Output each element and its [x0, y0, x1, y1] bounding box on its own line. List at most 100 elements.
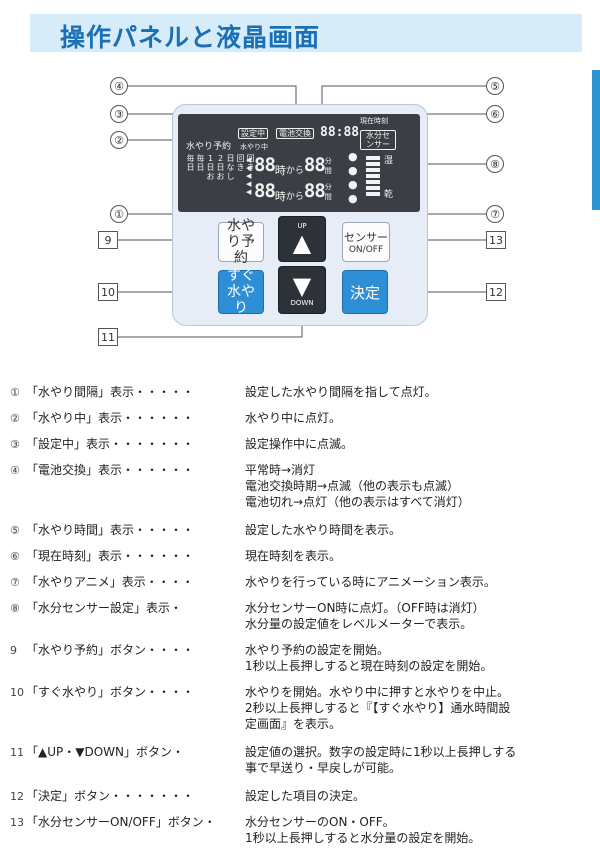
sugu-mizuyari-label: すぐ水やり [227, 268, 255, 316]
hour-digits: 88 [254, 180, 276, 202]
desc-row-9: 9 「水やり予約」ボタン・・・・ [10, 642, 194, 659]
sensor-onoff-button[interactable]: センサー ON/OFF [342, 222, 390, 262]
time-row-1: 88 時 から 88 分間 [254, 154, 334, 176]
desc-mark: ⑧ [10, 602, 20, 615]
interval-pointer-icon: ◀◀◀◀◀ [246, 156, 252, 196]
callout-6: ⑥ [486, 105, 504, 123]
interval-col: 2日お [216, 154, 225, 181]
desc-text: 現在時刻を表示。 [245, 549, 342, 563]
interval-col: 回き [236, 154, 245, 172]
down-button[interactable]: ▼ DOWN [278, 266, 326, 314]
desc-mark: 13 [10, 816, 24, 829]
desc-label: 「水やりアニメ」表示・・・・ [26, 575, 194, 589]
desc-mark: 12 [10, 790, 24, 803]
callout-9: 9 [98, 231, 118, 249]
desc-text: 2秒以上長押しすると『【すぐ水やり】通水時間設 [245, 701, 511, 715]
callout-1: ① [110, 205, 128, 223]
current-time-label: 現在時刻 [360, 117, 388, 125]
kara-label: から [285, 166, 304, 176]
desc-mark: ① [10, 386, 20, 399]
callout-11: 11 [98, 328, 118, 346]
onoff-label: ON/OFF [348, 245, 384, 255]
desc-label: 「設定中」表示・・・・・・・ [26, 437, 195, 451]
current-time-value: 88:88 [320, 125, 360, 140]
sugu-mizuyari-button[interactable]: すぐ水やり [218, 268, 264, 316]
callout-8: ⑧ [486, 155, 504, 173]
desc-mark: 10 [10, 686, 24, 699]
watering-badge: 水やり中 [240, 143, 268, 151]
water-drop-icon: ●●●● [348, 150, 358, 205]
desc-row-8: ⑧「水分センサー設定」表示・ [10, 600, 182, 617]
interval-col: 毎日 [186, 154, 195, 172]
desc-row-2: ② 「水やり中」表示・・・・・・ [10, 410, 194, 427]
desc-text: 電池交換時期→点滅（他の表示も点滅） [245, 479, 460, 493]
desc-mark: 9 [10, 644, 17, 657]
callout-4: ④ [110, 77, 128, 95]
desc-label: 「決定」ボタン・・・・・・・ [26, 789, 195, 803]
callout-2: ② [110, 131, 128, 149]
battery-badge: 電池交換 [276, 128, 314, 139]
desc-label: 「電池交換」表示・・・・・・ [26, 463, 195, 477]
callout-13: 13 [486, 231, 506, 249]
desc-row-5: ⑤ 「水やり時間」表示・・・・・ [10, 522, 194, 539]
desc-text: 水やりを開始。水やり中に押すと水やりを中止。 [245, 685, 510, 699]
desc-text: 電池切れ→点灯（他の表示はすべて消灯） [245, 495, 470, 509]
callout-7: ⑦ [486, 205, 504, 223]
dry-label: 乾 [384, 190, 394, 200]
bun-label: 分間 [324, 183, 332, 201]
hour-digits: 88 [254, 154, 276, 176]
minute-digits: 88 [303, 180, 326, 202]
interval-columns: 毎日 毎日 1日お 2日お 日なし 回き 回き [186, 154, 255, 181]
desc-text: 設定した項目の決定。 [245, 789, 366, 803]
desc-text: 水やりを行っている時にアニメーション表示。 [245, 575, 496, 589]
desc-label: 「▲UP・▼DOWN」ボタン・ [26, 745, 185, 759]
up-button[interactable]: UP ▲ [278, 216, 326, 262]
interval-col: 1日お [206, 154, 215, 181]
desc-mark: ④ [10, 464, 20, 477]
sensor-box: 水分センサー [360, 130, 396, 150]
desc-mark: 11 [10, 746, 24, 759]
desc-text: 設定操作中に点滅。 [245, 437, 354, 451]
kara-label: から [285, 192, 304, 202]
interval-col: 回き [246, 154, 255, 172]
desc-mark: ② [10, 412, 20, 425]
callout-10: 10 [98, 283, 118, 301]
up-label: UP [297, 222, 307, 230]
desc-text: 設定した水やり時間を表示。 [245, 523, 402, 537]
sensor-label: センサー [344, 231, 388, 244]
desc-row-4: ④ 「電池交換」表示・・・・・・ [10, 462, 194, 479]
desc-label: 「水やり中」表示・・・・・・ [26, 411, 195, 425]
desc-row-13: 13「水分センサーON/OFF」ボタン・ [10, 814, 216, 831]
interval-col: 毎日 [196, 154, 205, 172]
desc-text: 定画面』を表示。 [245, 717, 342, 731]
desc-mark: ③ [10, 438, 20, 451]
desc-label: 「水分センサーON/OFF」ボタン・ [26, 815, 216, 829]
ji-label: 時 [274, 190, 286, 203]
desc-mark: ⑤ [10, 524, 20, 537]
callout-5: ⑤ [486, 77, 504, 95]
side-tab [592, 70, 600, 210]
down-triangle-icon: ▼ [292, 272, 312, 300]
desc-row-1: ①「水やり間隔」表示・・・・・ [10, 384, 194, 401]
callout-3: ③ [110, 105, 128, 123]
desc-text: 水分量の設定値をレベルメーターで表示。 [245, 617, 473, 631]
desc-row-7: ⑦ 「水やりアニメ」表示・・・・ [10, 574, 194, 591]
up-triangle-icon: ▲ [292, 229, 312, 257]
desc-text: 1秒以上長押しすると現在時刻の設定を開始。 [245, 659, 493, 673]
mizuyari-yoyaku-label: 水やり予約 [227, 218, 255, 266]
desc-text: 平常時→消灯 [245, 463, 316, 477]
setting-badge: 設定中 [238, 128, 268, 139]
desc-row-10: 10「すぐ水やり」ボタン・・・・ [10, 684, 194, 701]
desc-row-3: ③ 「設定中」表示・・・・・・・ [10, 436, 194, 453]
desc-mark: ⑦ [10, 576, 20, 589]
desc-label: 「水やり予約」ボタン・・・・ [26, 643, 195, 657]
desc-label: 「水やり時間」表示・・・・・ [26, 523, 195, 537]
mizuyari-yoyaku-button[interactable]: 水やり予約 [218, 218, 264, 266]
desc-label: 「すぐ水やり」ボタン・・・・ [26, 685, 195, 699]
desc-text: 事で早送り・早戻しが可能。 [245, 761, 402, 775]
desc-text: 設定した水やり間隔を指して点灯。 [245, 385, 437, 399]
mizuyari-yoyaku-label: 水やり予約 [186, 142, 232, 152]
title-bar [30, 14, 582, 52]
sensor-level-meter [366, 156, 380, 196]
kettei-button[interactable]: 決定 [342, 270, 388, 314]
